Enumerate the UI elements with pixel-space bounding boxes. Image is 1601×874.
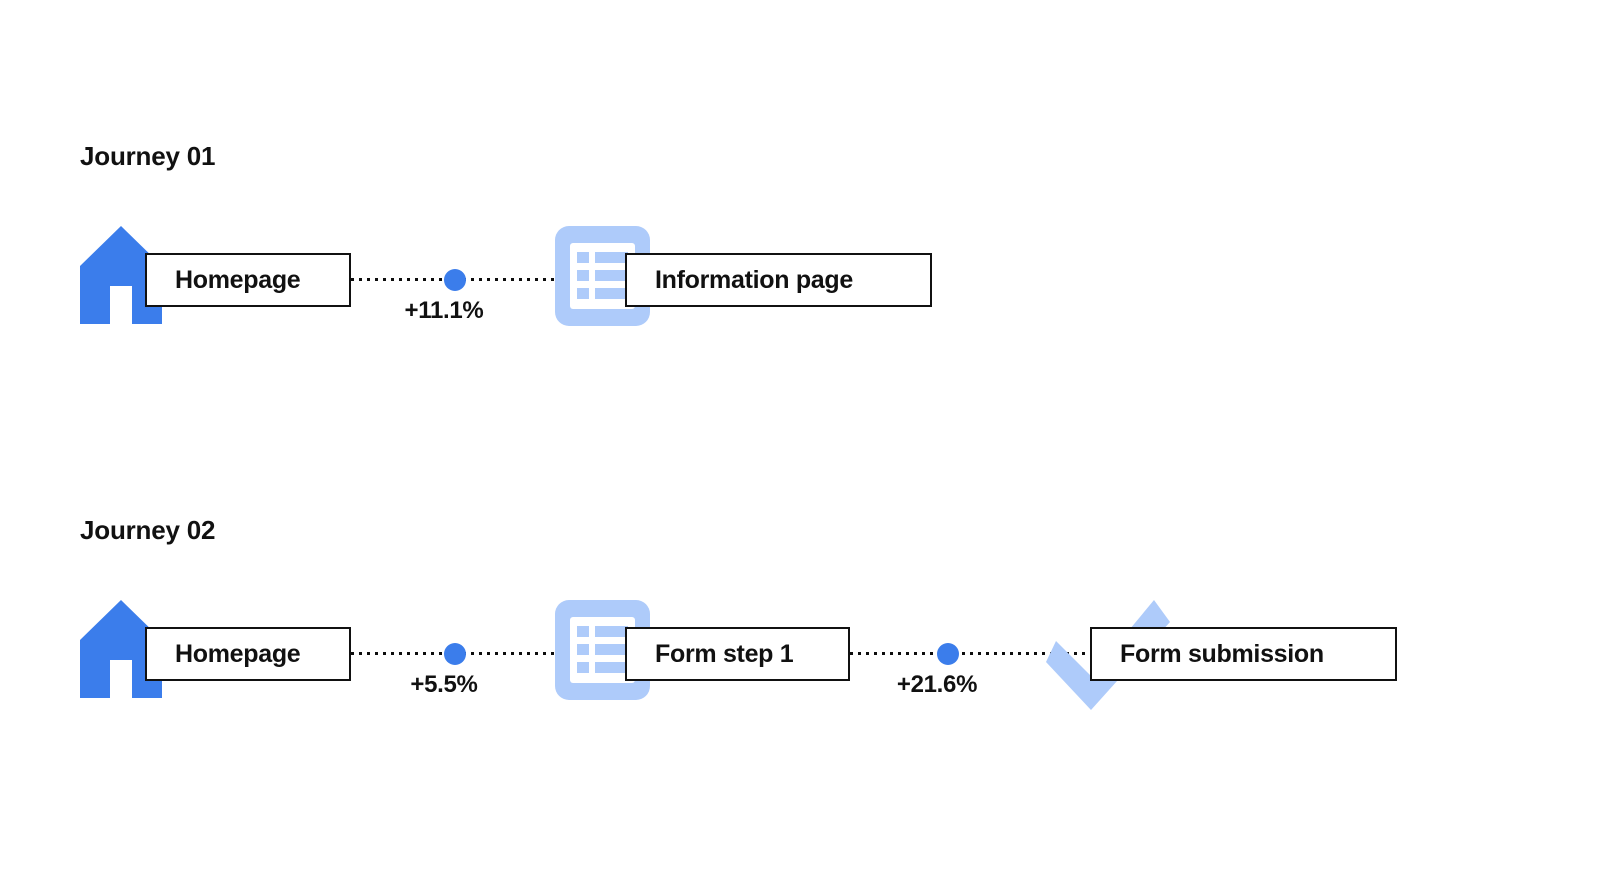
journey-02-row: Homepage +5.5% <box>0 574 1601 734</box>
transition-percent-label: +11.1% <box>404 297 484 324</box>
transition-dot-icon[interactable] <box>444 643 466 665</box>
node-box-form-submission[interactable]: Form submission <box>1090 627 1397 681</box>
transition-dot-icon[interactable] <box>444 269 466 291</box>
node-box-form-step-1[interactable]: Form step 1 <box>625 627 850 681</box>
home-icon <box>80 600 162 698</box>
node-box-information-page[interactable]: Information page <box>625 253 932 307</box>
journey-01-row: Homepage +11.1% <box>0 200 1601 360</box>
node-label-homepage: Homepage <box>175 265 301 294</box>
connector-line-02-a <box>351 652 636 655</box>
node-box-homepage[interactable]: Homepage <box>145 253 351 307</box>
journey-02-title: Journey 02 <box>80 515 216 545</box>
connector-line-01-a <box>351 278 636 281</box>
node-label-information-page: Information page <box>655 265 853 294</box>
transition-dot-icon[interactable] <box>937 643 959 665</box>
node-label-homepage: Homepage <box>175 639 301 668</box>
transition-percent-label: +5.5% <box>410 671 478 698</box>
node-label-form-step-1: Form step 1 <box>655 639 794 668</box>
node-label-form-submission: Form submission <box>1120 639 1324 668</box>
transition-percent-label: +21.6% <box>896 671 978 698</box>
node-box-homepage[interactable]: Homepage <box>145 627 351 681</box>
journey-01-title: Journey 01 <box>80 141 216 171</box>
connector-line-02-b <box>850 652 1100 655</box>
home-icon <box>80 226 162 324</box>
